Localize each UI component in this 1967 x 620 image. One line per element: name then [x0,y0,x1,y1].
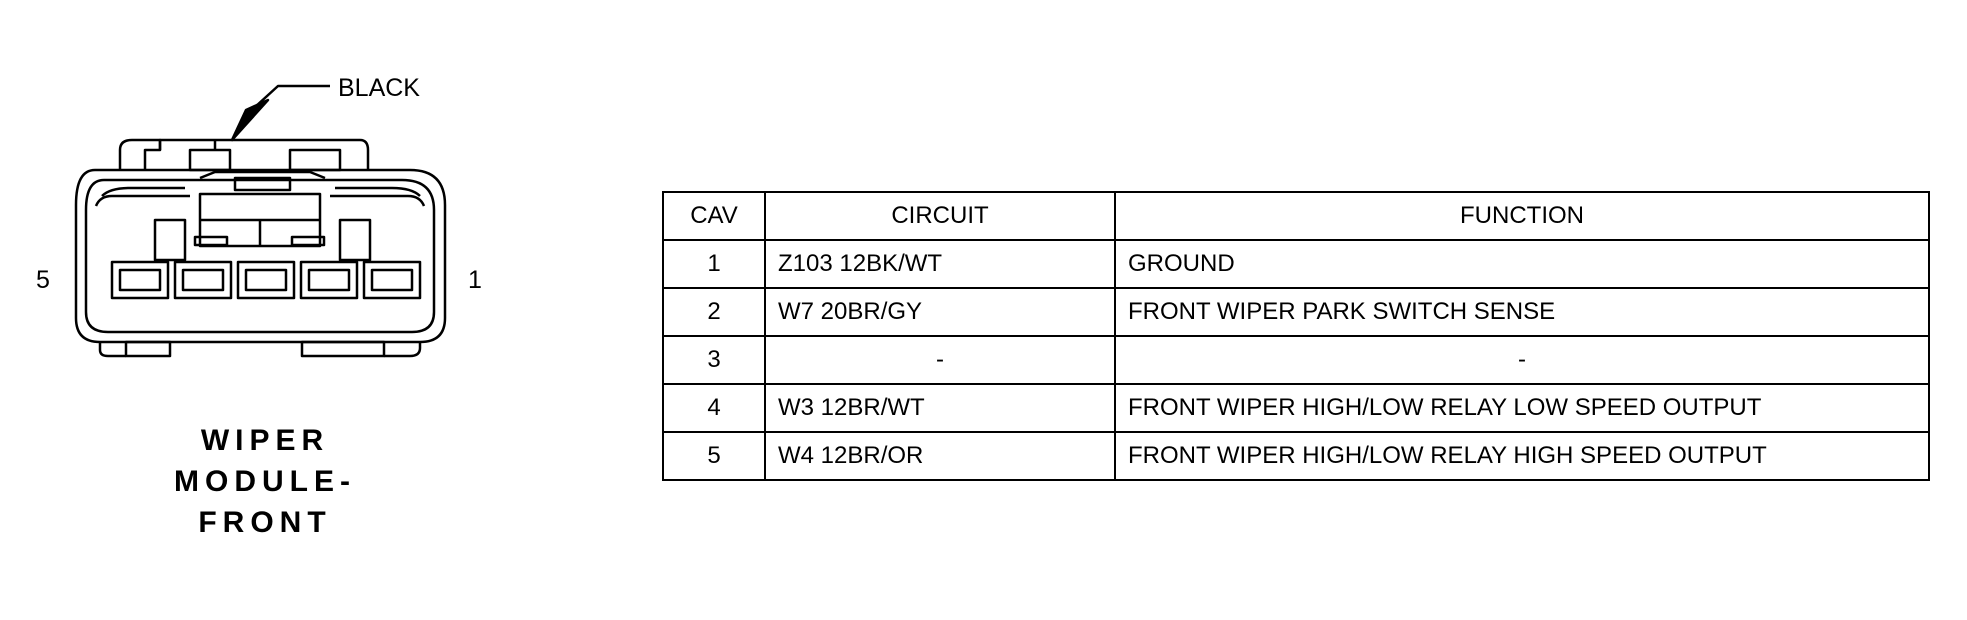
color-callout-label: BLACK [338,74,420,102]
table-row: 3 - - [662,335,1930,385]
header-function: FUNCTION [1114,191,1930,241]
connector-key [153,192,372,262]
color-callout-leader [230,84,330,142]
table-row: 5 W4 12BR/OR FRONT WIPER HIGH/LOW RELAY … [662,431,1930,481]
table-row: 1 Z103 12BK/WT GROUND [662,239,1930,289]
pin-label-right: 1 [468,266,482,294]
pin-label-left: 5 [36,266,50,294]
cell-circuit: W7 20BR/GY [764,287,1116,337]
cell-circuit: Z103 12BK/WT [764,239,1116,289]
pinout-table: CAV CIRCUIT FUNCTION 1 Z103 12BK/WT GROU… [662,191,1930,481]
connector-title-line: FRONT [198,506,332,539]
connector-housing-inner [84,178,436,334]
cell-circuit: W3 12BR/WT [764,383,1116,433]
header-cav: CAV [662,191,766,241]
table-row: 4 W3 12BR/WT FRONT WIPER HIGH/LOW RELAY … [662,383,1930,433]
cell-circuit: - [764,335,1116,385]
connector-latch [118,138,370,192]
connector-title-line: WIPER [200,424,330,457]
connector-feet [98,340,422,358]
terminal-cavities [110,260,422,300]
cell-function: GROUND [1114,239,1930,289]
cell-circuit: W4 12BR/OR [764,431,1116,481]
cell-cav: 4 [662,383,766,433]
cell-function: FRONT WIPER HIGH/LOW RELAY LOW SPEED OUT… [1114,383,1930,433]
cell-function: FRONT WIPER PARK SWITCH SENSE [1114,287,1930,337]
cell-cav: 5 [662,431,766,481]
table-header-row: CAV CIRCUIT FUNCTION [662,191,1930,241]
cell-cav: 2 [662,287,766,337]
connector-drawing: BLACK [74,74,447,358]
cell-function: - [1114,335,1930,385]
connector-title-line: MODULE- [174,465,356,498]
cell-function: FRONT WIPER HIGH/LOW RELAY HIGH SPEED OU… [1114,431,1930,481]
table-row: 2 W7 20BR/GY FRONT WIPER PARK SWITCH SEN… [662,287,1930,337]
cell-cav: 1 [662,239,766,289]
header-circuit: CIRCUIT [764,191,1116,241]
cell-cav: 3 [662,335,766,385]
connector-title: WIPER MODULE- FRONT [135,420,395,543]
